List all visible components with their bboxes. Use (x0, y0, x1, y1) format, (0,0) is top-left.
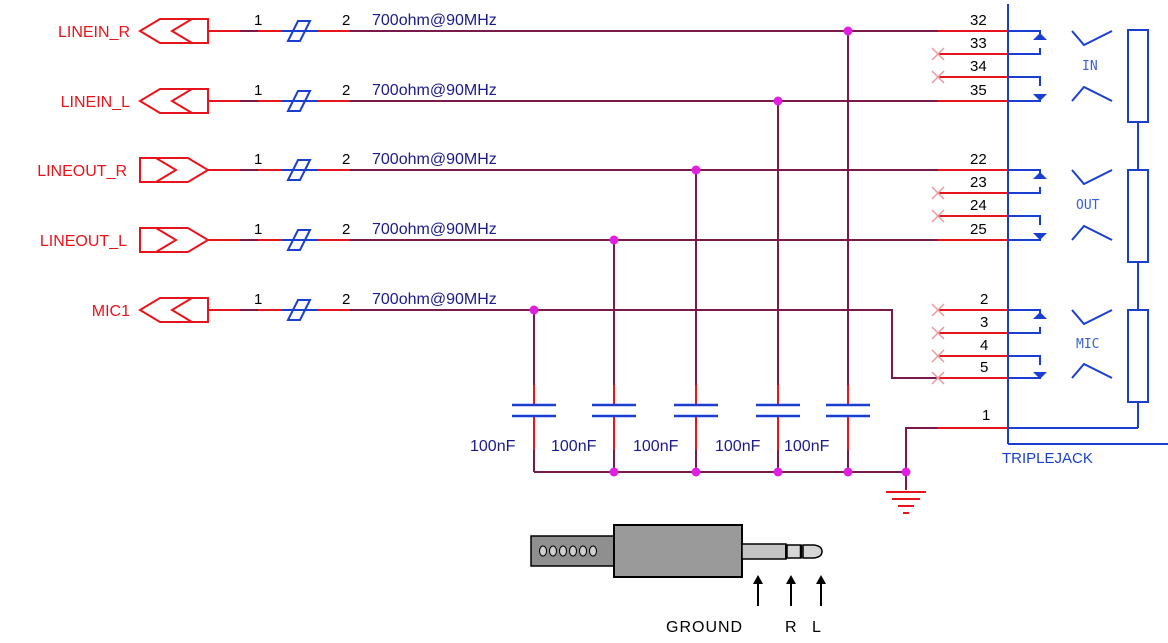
net-label-linein-r: LINEIN_R (58, 24, 130, 41)
plug-label-l: L (812, 619, 822, 636)
fb5-pin1: 1 (254, 291, 262, 308)
fb3-value: 700ohm@90MHz (372, 151, 497, 168)
ferrite-beads (258, 20, 350, 321)
net-label-linein-l: LINEIN_L (61, 94, 130, 111)
c5-value: 100nF (784, 438, 830, 455)
net-label-lineout-l: LINEOUT_L (40, 233, 127, 250)
fb2-value: 700ohm@90MHz (372, 82, 497, 99)
pin-3: 3 (980, 314, 988, 331)
section-label-out: OUT (1076, 198, 1100, 213)
port-lineout-r (139, 157, 240, 183)
junctions (529, 26, 911, 477)
part-name: TRIPLEJACK (1002, 450, 1093, 467)
section-label-in: IN (1082, 59, 1098, 74)
net-label-lineout-r: LINEOUT_R (37, 163, 127, 180)
fb4-pin2: 2 (342, 221, 350, 238)
c1-value: 100nF (470, 438, 516, 455)
port-mic1 (138, 297, 240, 323)
ground-icon (886, 491, 926, 514)
plug-label-r: R (785, 619, 798, 636)
fb3-pin1: 1 (254, 151, 262, 168)
fb4-value: 700ohm@90MHz (372, 221, 497, 238)
pin-1: 1 (982, 407, 990, 424)
pin-24: 24 (970, 197, 987, 214)
fb1-pin2: 2 (342, 12, 350, 29)
pin-5: 5 (980, 359, 988, 376)
port-lineout-l (139, 227, 240, 253)
c2-value: 100nF (551, 438, 597, 455)
pin-25: 25 (970, 221, 987, 238)
port-linein-r (138, 18, 240, 44)
capacitors: 100nF 100nF 100nF 100nF 100nF (470, 385, 870, 455)
audio-plug-illustration: GROUND R L (530, 524, 826, 636)
section-label-mic: MIC (1076, 337, 1099, 352)
fb4-pin1: 1 (254, 221, 262, 238)
net-ports (138, 18, 240, 323)
c3-value: 100nF (633, 438, 679, 455)
wires (240, 30, 938, 490)
pin-4: 4 (980, 337, 988, 354)
net-label-mic1: MIC1 (92, 303, 130, 320)
fb2-pin1: 1 (254, 82, 262, 99)
pin-32: 32 (970, 12, 987, 29)
ferrite-labels: 1 2 700ohm@90MHz 1 2 700ohm@90MHz 1 2 70… (254, 12, 497, 308)
fb3-pin2: 2 (342, 151, 350, 168)
plug-label-ground: GROUND (666, 619, 743, 636)
c4-value: 100nF (715, 438, 761, 455)
fb1-value: 700ohm@90MHz (372, 12, 497, 29)
pin-2: 2 (980, 291, 988, 308)
fb5-pin2: 2 (342, 291, 350, 308)
pin-22: 22 (970, 151, 987, 168)
pin-33: 33 (970, 35, 987, 52)
fb5-value: 700ohm@90MHz (372, 291, 497, 308)
pin-35: 35 (970, 82, 987, 99)
triple-jack: 32 33 34 35 22 23 24 25 2 3 4 5 1 IN OUT… (931, 4, 1168, 467)
jack-pin-numbers: 32 33 34 35 22 23 24 25 2 3 4 5 1 (970, 12, 990, 424)
pin-23: 23 (970, 174, 987, 191)
pin-34: 34 (970, 58, 987, 75)
port-linein-l (138, 88, 240, 114)
fb2-pin2: 2 (342, 82, 350, 99)
fb1-pin1: 1 (254, 12, 262, 29)
